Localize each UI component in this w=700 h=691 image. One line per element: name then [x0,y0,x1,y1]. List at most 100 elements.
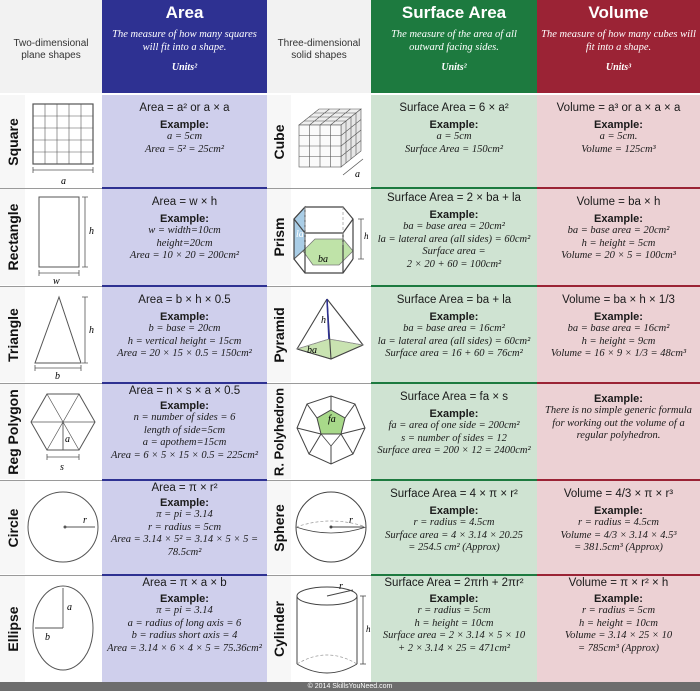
shape3d-name: Prism [271,217,287,257]
example-line: r = radius = 5cm [581,605,656,616]
polyhedron-face-label: fa [328,414,336,425]
row-rectangle-prism: Rectangle h w Area = w × h Example: w = … [0,189,700,285]
example-label: Example: [429,593,479,605]
area-units: Units² [171,62,198,73]
surface-formula: Surface Area = fa × s [399,391,509,403]
shape3d-name-cell: Cube [267,95,291,188]
example-label: Example: [429,209,479,221]
example-line: 2 × 20 + 60 = 100cm² [406,258,502,270]
cylinder-radius-label: r [339,581,343,592]
volume-cell-cylinder: Volume = π × r² × h Example: r = radius … [537,576,700,682]
solid-shapes-label: Three-dimensional solid shapes [277,38,361,61]
example-label: Example: [594,119,643,131]
example-label: Example: [594,311,643,323]
example-line: Volume = 3.14 × 25 × 10 [564,630,673,641]
example-line: Volume = 20 × 5 = 100cm³ [561,250,676,261]
volume-formula: Volume = ba × h × 1/3 [562,294,675,306]
example-label: Example: [160,311,209,323]
header-area: Area The measure of how many squares wil… [102,0,267,93]
example-line: π = pi = 3.14 [156,509,213,520]
sphere-figure: r [291,481,371,574]
example-line: Volume = 16 × 9 × 1/3 = 48cm³ [550,348,687,359]
example-line: Surface area = 200 × 12 = 2400cm² [377,445,531,456]
shape2d-name-cell: Circle [0,481,25,574]
example-line: Area = 3.14 × 6 × 4 × 5 = 75.36cm² [107,642,262,654]
example-line: + 2 × 3.14 × 25 = 471cm² [398,642,510,654]
row-triangle-pyramid: Triangle h b Area = b × h × 0.5 Example:… [0,287,700,382]
prism-height-label: h [364,231,369,241]
example-line: Area = 3.14 × 5² = 3.14 × 5 × 5 = [110,534,259,545]
square-figure: a [25,95,102,188]
example-line: regular polyhedron. [576,430,661,441]
prism-diagram: la ba h [293,205,369,274]
triangle-diagram: h b [34,295,94,382]
triangle-base-label: b [55,371,60,382]
example-line: ba = base area = 16cm² [567,323,670,334]
shape2d-name: Ellipse [4,606,21,652]
example-line: Surface area = 2 × 3.14 × 5 × 10 [382,630,526,641]
row-square-cube: Square a Area = a² or a × a Example: a =… [0,95,700,188]
surface-cell-sphere: Surface Area = 4 × π × r² Example: r = r… [371,481,537,574]
pyramid-figure: h ba [291,287,371,382]
example-line: Surface area = [422,246,486,257]
example-line: h = height = 10cm [414,617,494,629]
surface-formula: Surface Area = ba + la [396,294,512,306]
sphere-radius-label: r [349,515,353,526]
example-line: fa = area of one side = 200cm² [388,420,520,431]
area-formula: Area = π × r² [151,482,218,494]
example-line: Area = 5² = 25cm² [145,143,224,155]
shape3d-name-cell: R. Polyhedron [267,384,291,479]
example-line: b = radius short axis = 4 [131,630,238,641]
square-diagram: a [32,103,94,187]
area-cell-ellipse: Area = π × a × b Example: π = pi = 3.14 … [102,576,267,682]
surface-area-title: Surface Area [401,3,507,22]
cylinder-diagram: r h [296,581,371,674]
example-line: r = radius = 4.5cm [413,517,495,528]
example-line: la = lateral area (all sides) = 60cm² [377,335,531,347]
rectangle-figure: h w [25,189,102,285]
surface-cell-polyhedron: Surface Area = fa × s Example: fa = area… [371,384,537,479]
example-line: π = pi = 3.14 [156,605,213,616]
volume-title: Volume [588,3,649,22]
example-line: length of side=5cm [143,424,226,436]
example-label: Example: [594,505,643,517]
example-line: a = apothem=15cm [142,437,227,448]
example-label: Example: [594,593,643,605]
example-label: Example: [429,311,479,323]
example-line: r = radius = 5cm [147,521,222,533]
example-line: h = vertical height = 15cm [127,335,242,347]
rectangle-diagram: h w [38,196,94,285]
polyhedron-diagram: fa [296,395,366,465]
shape2d-name-cell: Triangle [0,287,25,382]
volume-cell-polyhedron: Example: There is no simple generic form… [537,384,700,479]
pyramid-base-label: ba [307,345,317,356]
example-line: = 254.5 cm² (Approx) [408,542,500,553]
example-label: Example: [160,497,209,509]
shape3d-name-cell: Prism [267,189,291,285]
surface-formula: Surface Area = 6 × a² [399,102,509,114]
shape3d-name: Sphere [271,503,287,552]
cylinder-figure: r h [291,576,371,682]
ellipse-b-label: b [45,632,50,643]
surface-area-units: Units² [441,62,467,73]
example-label: Example: [160,593,209,605]
copyright-footer: © 2014 SkillsYouNeed.com [0,682,700,691]
volume-desc: The measure of how many cubes will fit i… [541,29,696,53]
surface-formula: Surface Area = 4 × π × r² [390,488,518,500]
volume-formula: Volume = ba × h [576,196,661,208]
row-circle-sphere: Circle r Area = π × r² Example: π = pi =… [0,481,700,574]
example-line: la = lateral area (all sides) = 60cm² [377,233,531,245]
area-formula: Area = π × a × b [142,577,227,589]
area-cell-polygon: Area = n × s × a × 0.5 Example: n = numb… [102,384,267,479]
example-label: Example: [160,400,209,412]
area-formula: Area = n × s × a × 0.5 [128,385,241,397]
example-line: w = width=10cm [148,225,221,236]
example-label: Example: [429,505,479,517]
shape2d-name: Circle [4,508,21,547]
header-solid-shapes: Three-dimensional solid shapes [267,0,371,93]
example-line: Volume = 4/3 × 3.14 × 4.5³ [560,529,677,541]
shape2d-name: Square [4,117,21,166]
example-line: = 785cm³ (Approx) [578,642,659,654]
square-dim-label: a [61,176,66,187]
shape3d-name: Pyramid [271,306,287,363]
